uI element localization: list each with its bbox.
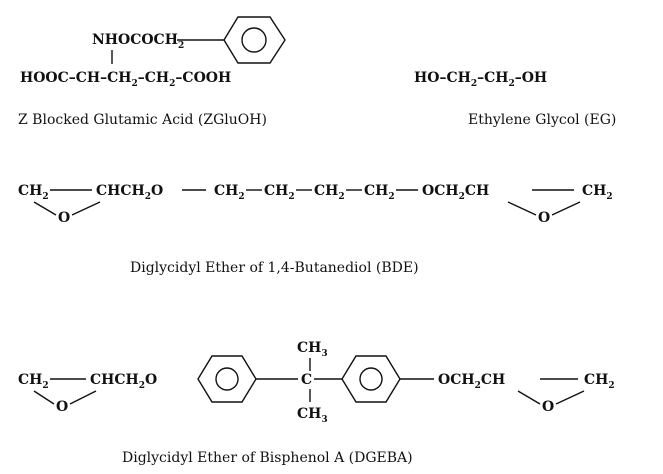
bde-left-ch2: CH2 — [18, 183, 49, 202]
dgeba-methyl-bottom: CH3 — [297, 406, 328, 425]
bde-chain-ch2-1: CH2 — [214, 183, 245, 202]
eg-formula: HO–CH2–CH2–OH — [414, 70, 547, 89]
bde-chain-ch2-3: CH2 — [314, 183, 345, 202]
dgeba-right-epoxide-c1-o — [517, 390, 541, 405]
bde-structure: CH2 CHCH2O O CH2 CH2 CH2 CH2 OCH2CH CH2 … — [18, 183, 613, 276]
bde-chain-ch2-4: CH2 — [364, 183, 395, 202]
bde-right-epoxide-o: O — [538, 210, 550, 226]
bde-right-epoxide-c1-o — [507, 201, 537, 216]
dgeba-caption: Diglycidyl Ether of Bisphenol A (DGEBA) — [122, 450, 413, 466]
dgeba-methyl-top: CH3 — [297, 340, 328, 359]
dgeba-structure: CH2 CHCH2O O C CH3 CH3 OCH2CH CH2 O Digl… — [18, 340, 615, 466]
bde-left-chch2o: CHCH2O — [96, 183, 163, 202]
bde-chain-ch2-2: CH2 — [264, 183, 295, 202]
bde-left-epoxide-c2-o — [71, 201, 101, 216]
zgluoh-benzene-ring — [223, 16, 286, 64]
dgeba-left-chch2o: CHCH2O — [90, 372, 157, 391]
dgeba-right-och2ch: OCH2CH — [438, 372, 505, 391]
dgeba-benzene-ring-right — [341, 355, 401, 403]
dgeba-left-epoxide-c2-o — [69, 390, 97, 405]
dgeba-benzene-ring-left — [197, 355, 257, 403]
bde-left-epoxide-c1-o — [33, 201, 57, 216]
dgeba-right-epoxide-c2-o — [555, 390, 585, 405]
dgeba-right-epoxide-o: O — [542, 399, 554, 415]
zgluoh-backbone: HOOC–CH–CH2–CH2–COOH — [20, 70, 231, 89]
zgluoh-top-group: NHOCOCH2 — [92, 32, 184, 51]
bde-right-och2ch: OCH2CH — [422, 183, 489, 202]
bde-left-epoxide-o: O — [58, 210, 70, 226]
dgeba-central-c: C — [301, 372, 312, 388]
zgluoh-structure: NHOCOCH2 HOOC–CH–CH2–CH2–COOH Z Blocked … — [18, 16, 286, 128]
eg-caption: Ethylene Glycol (EG) — [468, 112, 616, 128]
dgeba-left-ch2: CH2 — [18, 372, 49, 391]
bde-right-epoxide-c2-o — [551, 201, 581, 216]
eg-structure: HO–CH2–CH2–OH Ethylene Glycol (EG) — [414, 70, 616, 128]
bde-right-ch2: CH2 — [582, 183, 613, 202]
zgluoh-caption: Z Blocked Glutamic Acid (ZGluOH) — [18, 112, 267, 128]
bde-caption: Diglycidyl Ether of 1,4-Butanediol (BDE) — [130, 260, 419, 276]
dgeba-left-epoxide-c1-o — [33, 390, 55, 405]
dgeba-left-epoxide-o: O — [56, 399, 68, 415]
dgeba-right-ch2: CH2 — [584, 372, 615, 391]
